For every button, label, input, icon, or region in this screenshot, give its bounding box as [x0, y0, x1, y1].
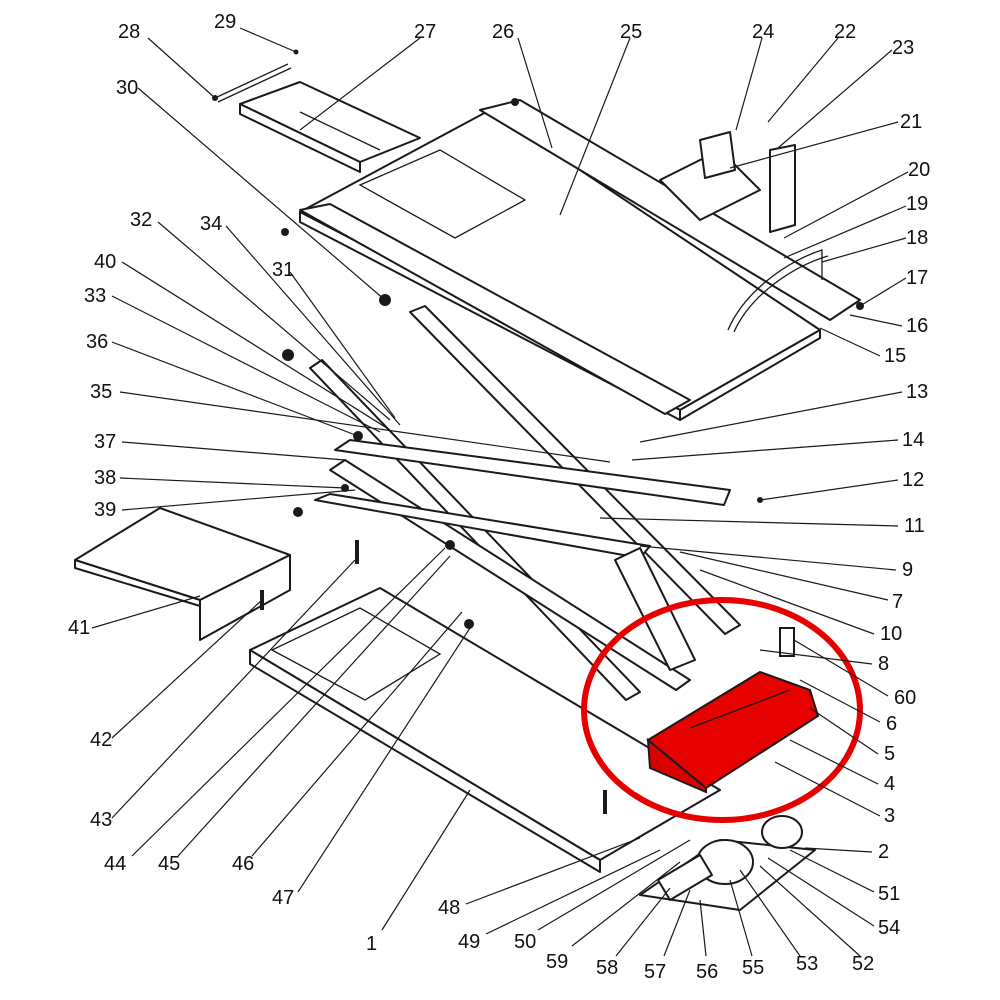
callout-23: 23 — [892, 37, 914, 59]
callout-6: 6 — [886, 713, 897, 735]
callout-49: 49 — [458, 931, 480, 953]
callout-25: 25 — [620, 21, 642, 43]
highlight-ring — [581, 597, 863, 823]
callout-3: 3 — [884, 805, 895, 827]
wheel-chock-21 — [659, 131, 796, 233]
callout-28: 28 — [118, 21, 140, 43]
power-unit-cover-3 — [646, 670, 820, 794]
callout-48: 48 — [438, 897, 460, 919]
callout-16: 16 — [906, 315, 928, 337]
callout-43: 43 — [90, 809, 112, 831]
callout-11: 11 — [904, 515, 925, 537]
callout-14: 14 — [902, 429, 924, 451]
plate-27 — [239, 81, 421, 173]
side-rail-26 — [479, 99, 861, 321]
side-cover-41 — [74, 507, 291, 641]
callout-22: 22 — [834, 21, 856, 43]
base-frame-1 — [249, 587, 721, 873]
callout-35: 35 — [90, 381, 112, 403]
callout-32: 32 — [130, 209, 152, 231]
callout-21: 21 — [900, 111, 922, 133]
callout-5: 5 — [884, 743, 895, 765]
callout-9: 9 — [902, 559, 913, 581]
callout-30: 30 — [116, 77, 138, 99]
callout-52: 52 — [852, 953, 874, 975]
callout-36: 36 — [86, 331, 108, 353]
callout-44: 44 — [104, 853, 126, 875]
callout-54: 54 — [878, 917, 900, 939]
cylinder-10 — [614, 547, 696, 671]
callouts: 28 29 27 26 25 24 22 23 21 20 19 18 17 1… — [68, 11, 930, 983]
callout-2: 2 — [878, 841, 889, 863]
callout-20: 20 — [908, 159, 930, 181]
switch-60 — [779, 627, 795, 657]
callout-46: 46 — [232, 853, 254, 875]
callout-39: 39 — [94, 499, 116, 521]
callout-10: 10 — [880, 623, 902, 645]
callout-18: 18 — [906, 227, 928, 249]
callout-47: 47 — [272, 887, 294, 909]
callout-42: 42 — [90, 729, 112, 751]
callout-27: 27 — [414, 21, 436, 43]
callout-38: 38 — [94, 467, 116, 489]
rail-13 — [299, 203, 691, 415]
callout-19: 19 — [906, 193, 928, 215]
callout-17: 17 — [906, 267, 928, 289]
callout-1: 1 — [366, 933, 377, 955]
callout-55: 55 — [742, 957, 764, 979]
callout-57: 57 — [644, 961, 666, 983]
callout-51: 51 — [878, 883, 900, 905]
callout-37: 37 — [94, 431, 116, 453]
callout-50: 50 — [514, 931, 536, 953]
callout-8: 8 — [878, 653, 889, 675]
rod-28 — [214, 63, 292, 103]
callout-4: 4 — [884, 773, 895, 795]
handle-18 — [727, 249, 829, 333]
callout-53: 53 — [796, 953, 818, 975]
callout-15: 15 — [884, 345, 906, 367]
fasteners — [212, 49, 864, 814]
callout-33: 33 — [84, 285, 106, 307]
callout-12: 12 — [902, 469, 924, 491]
callout-58: 58 — [596, 957, 618, 979]
callout-13: 13 — [906, 381, 928, 403]
callout-41: 41 — [68, 617, 90, 639]
motor-assembly-2 — [639, 815, 816, 911]
power-unit-front — [646, 737, 707, 794]
callout-31: 31 — [272, 259, 294, 281]
callout-29: 29 — [214, 11, 236, 33]
callout-56: 56 — [696, 961, 718, 983]
callout-40: 40 — [94, 251, 116, 273]
callout-26: 26 — [492, 21, 514, 43]
callout-60: 60 — [894, 687, 916, 709]
callout-24: 24 — [752, 21, 774, 43]
scissor-arm-cross — [314, 439, 731, 691]
callout-7: 7 — [892, 591, 903, 613]
callout-59: 59 — [546, 951, 568, 973]
callout-45: 45 — [158, 853, 180, 875]
callout-34: 34 — [200, 213, 222, 235]
